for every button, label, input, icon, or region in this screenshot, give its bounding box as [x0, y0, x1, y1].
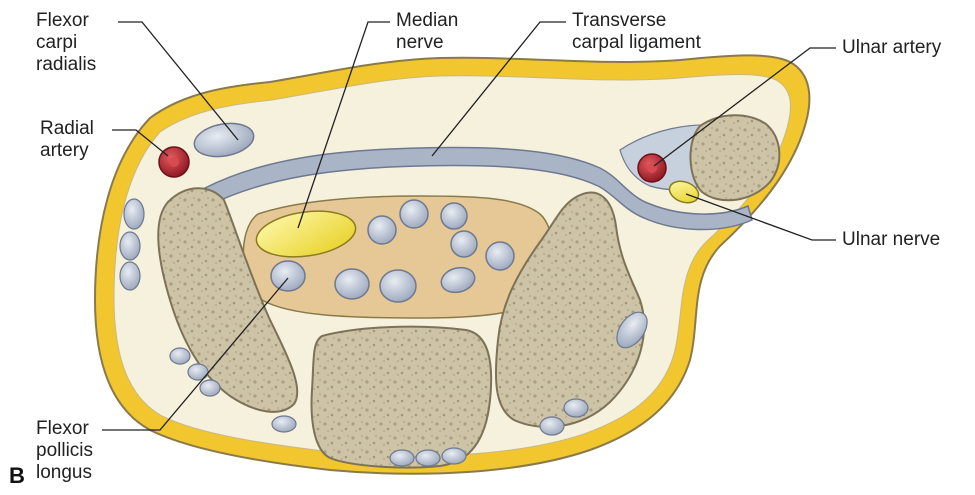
flexor-pollicis-longus-tendon: [271, 261, 305, 291]
flexor-tendon: [441, 203, 467, 229]
extensor-tendon: [416, 450, 440, 466]
label-radial-artery: Radial artery: [40, 118, 94, 162]
label-ulnar-nerve: Ulnar nerve: [842, 229, 940, 251]
label-transverse-carpal-ligament: Transverse carpal ligament: [572, 10, 701, 54]
extensor-tendon: [120, 232, 140, 260]
label-flexor-carpi-radialis: Flexor carpi radialis: [36, 10, 96, 76]
flexor-tendon: [335, 269, 369, 299]
extensor-tendon: [564, 399, 588, 417]
flexor-tendon: [380, 270, 416, 302]
flexor-tendon: [400, 200, 428, 228]
extensor-tendon: [390, 450, 414, 466]
extensor-tendon: [120, 262, 140, 290]
capitate-bone: [312, 327, 492, 468]
flexor-tendon: [368, 216, 396, 244]
label-median-nerve: Median nerve: [396, 10, 458, 54]
extensor-tendon: [540, 417, 564, 435]
extensor-tendon: [170, 348, 190, 364]
panel-letter: B: [9, 463, 25, 489]
extensor-tendon: [124, 199, 144, 229]
flexor-tendon: [486, 242, 514, 270]
radial-artery-lumen: [169, 157, 179, 167]
extensor-tendon: [200, 380, 220, 396]
extensor-tendon: [188, 364, 208, 380]
label-flexor-pollicis-longus: Flexor pollicis longus: [36, 418, 93, 484]
flexor-tendon: [451, 231, 477, 257]
label-ulnar-artery: Ulnar artery: [842, 37, 941, 59]
extensor-tendon: [442, 448, 466, 464]
extensor-tendon: [272, 416, 296, 432]
